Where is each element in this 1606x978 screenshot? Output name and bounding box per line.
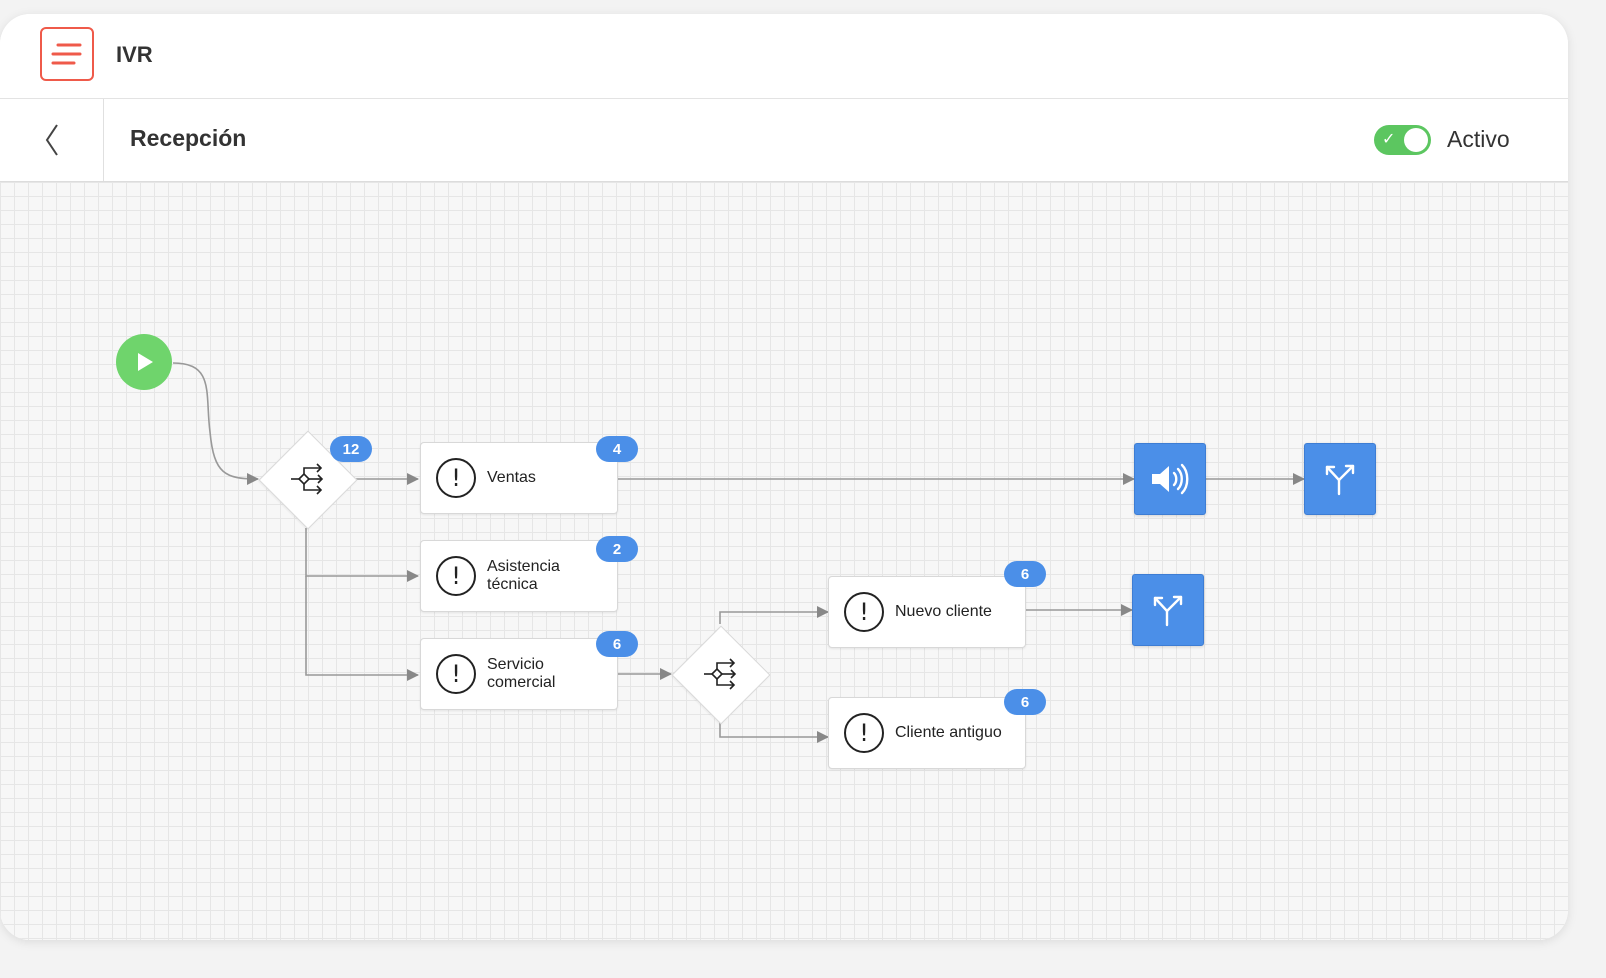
- alert-icon: !: [436, 556, 476, 596]
- page-title: Recepción: [130, 125, 247, 151]
- alert-icon: !: [436, 458, 476, 498]
- menu-option-nuevo-cliente[interactable]: ! Nuevo cliente: [828, 576, 1026, 648]
- toggle-knob: [1404, 128, 1428, 152]
- option-label-line2: comercial: [487, 674, 556, 691]
- alert-icon: !: [436, 654, 476, 694]
- connector-start-decision: [172, 362, 259, 485]
- option-label: Cliente antiguo: [895, 724, 1002, 741]
- flow-canvas[interactable]: 12 ! Ventas 4 ! Asistencia técnica 2 ! S…: [0, 182, 1568, 940]
- status-label: Activo: [1447, 126, 1510, 152]
- menu-option-asistencia-tecnica[interactable]: ! Asistencia técnica: [420, 540, 618, 612]
- active-toggle[interactable]: ✓: [1374, 125, 1431, 155]
- top-bar: IVR: [0, 14, 1568, 99]
- check-icon: ✓: [1382, 129, 1396, 148]
- app-window: IVR Recepción ✓ Activo: [0, 14, 1568, 940]
- count-badge: 12: [330, 436, 372, 462]
- menu-option-servicio-comercial[interactable]: ! Servicio comercial: [420, 638, 618, 710]
- back-button[interactable]: [0, 99, 104, 181]
- branch-icon: [291, 463, 324, 495]
- menu-option-ventas[interactable]: ! Ventas: [420, 442, 618, 514]
- play-icon: [138, 353, 153, 371]
- connector-decision2-antiguo: [719, 722, 829, 743]
- connectors: [172, 362, 1305, 743]
- count-badge: 6: [1004, 689, 1046, 715]
- count-badge: 2: [596, 536, 638, 562]
- app-title: IVR: [116, 42, 153, 67]
- start-node[interactable]: [116, 334, 172, 390]
- transfer-icon: [1325, 464, 1355, 496]
- option-label-line1: Asistencia: [487, 558, 560, 575]
- count-badge: 6: [1004, 561, 1046, 587]
- speaker-icon: [1152, 463, 1189, 495]
- transfer-node[interactable]: [1304, 443, 1376, 515]
- option-label: Ventas: [487, 469, 536, 486]
- option-label-line2: técnica: [487, 576, 538, 593]
- connector-decision2-nuevo: [719, 606, 829, 624]
- back-chevron-icon: [45, 124, 58, 156]
- connector-decision-servicio: [305, 576, 419, 681]
- count-badge: 6: [596, 631, 638, 657]
- page-header: Recepción ✓ Activo: [0, 99, 1568, 182]
- transfer-icon: [1153, 595, 1183, 627]
- menu-option-cliente-antiguo[interactable]: ! Cliente antiguo: [828, 697, 1026, 769]
- alert-icon: !: [844, 713, 884, 753]
- count-badge: 4: [596, 436, 638, 462]
- option-label: Servicio comercial: [487, 656, 555, 692]
- option-label: Asistencia técnica: [487, 558, 560, 594]
- option-label-line1: Servicio: [487, 656, 544, 673]
- option-label: Nuevo cliente: [895, 603, 992, 620]
- connector-decision-asistencia: [305, 528, 419, 582]
- alert-icon: !: [844, 592, 884, 632]
- menu-logo-icon[interactable]: [40, 27, 94, 81]
- transfer-node[interactable]: [1132, 574, 1204, 646]
- play-audio-node[interactable]: [1134, 443, 1206, 515]
- branch-icon: [704, 658, 737, 690]
